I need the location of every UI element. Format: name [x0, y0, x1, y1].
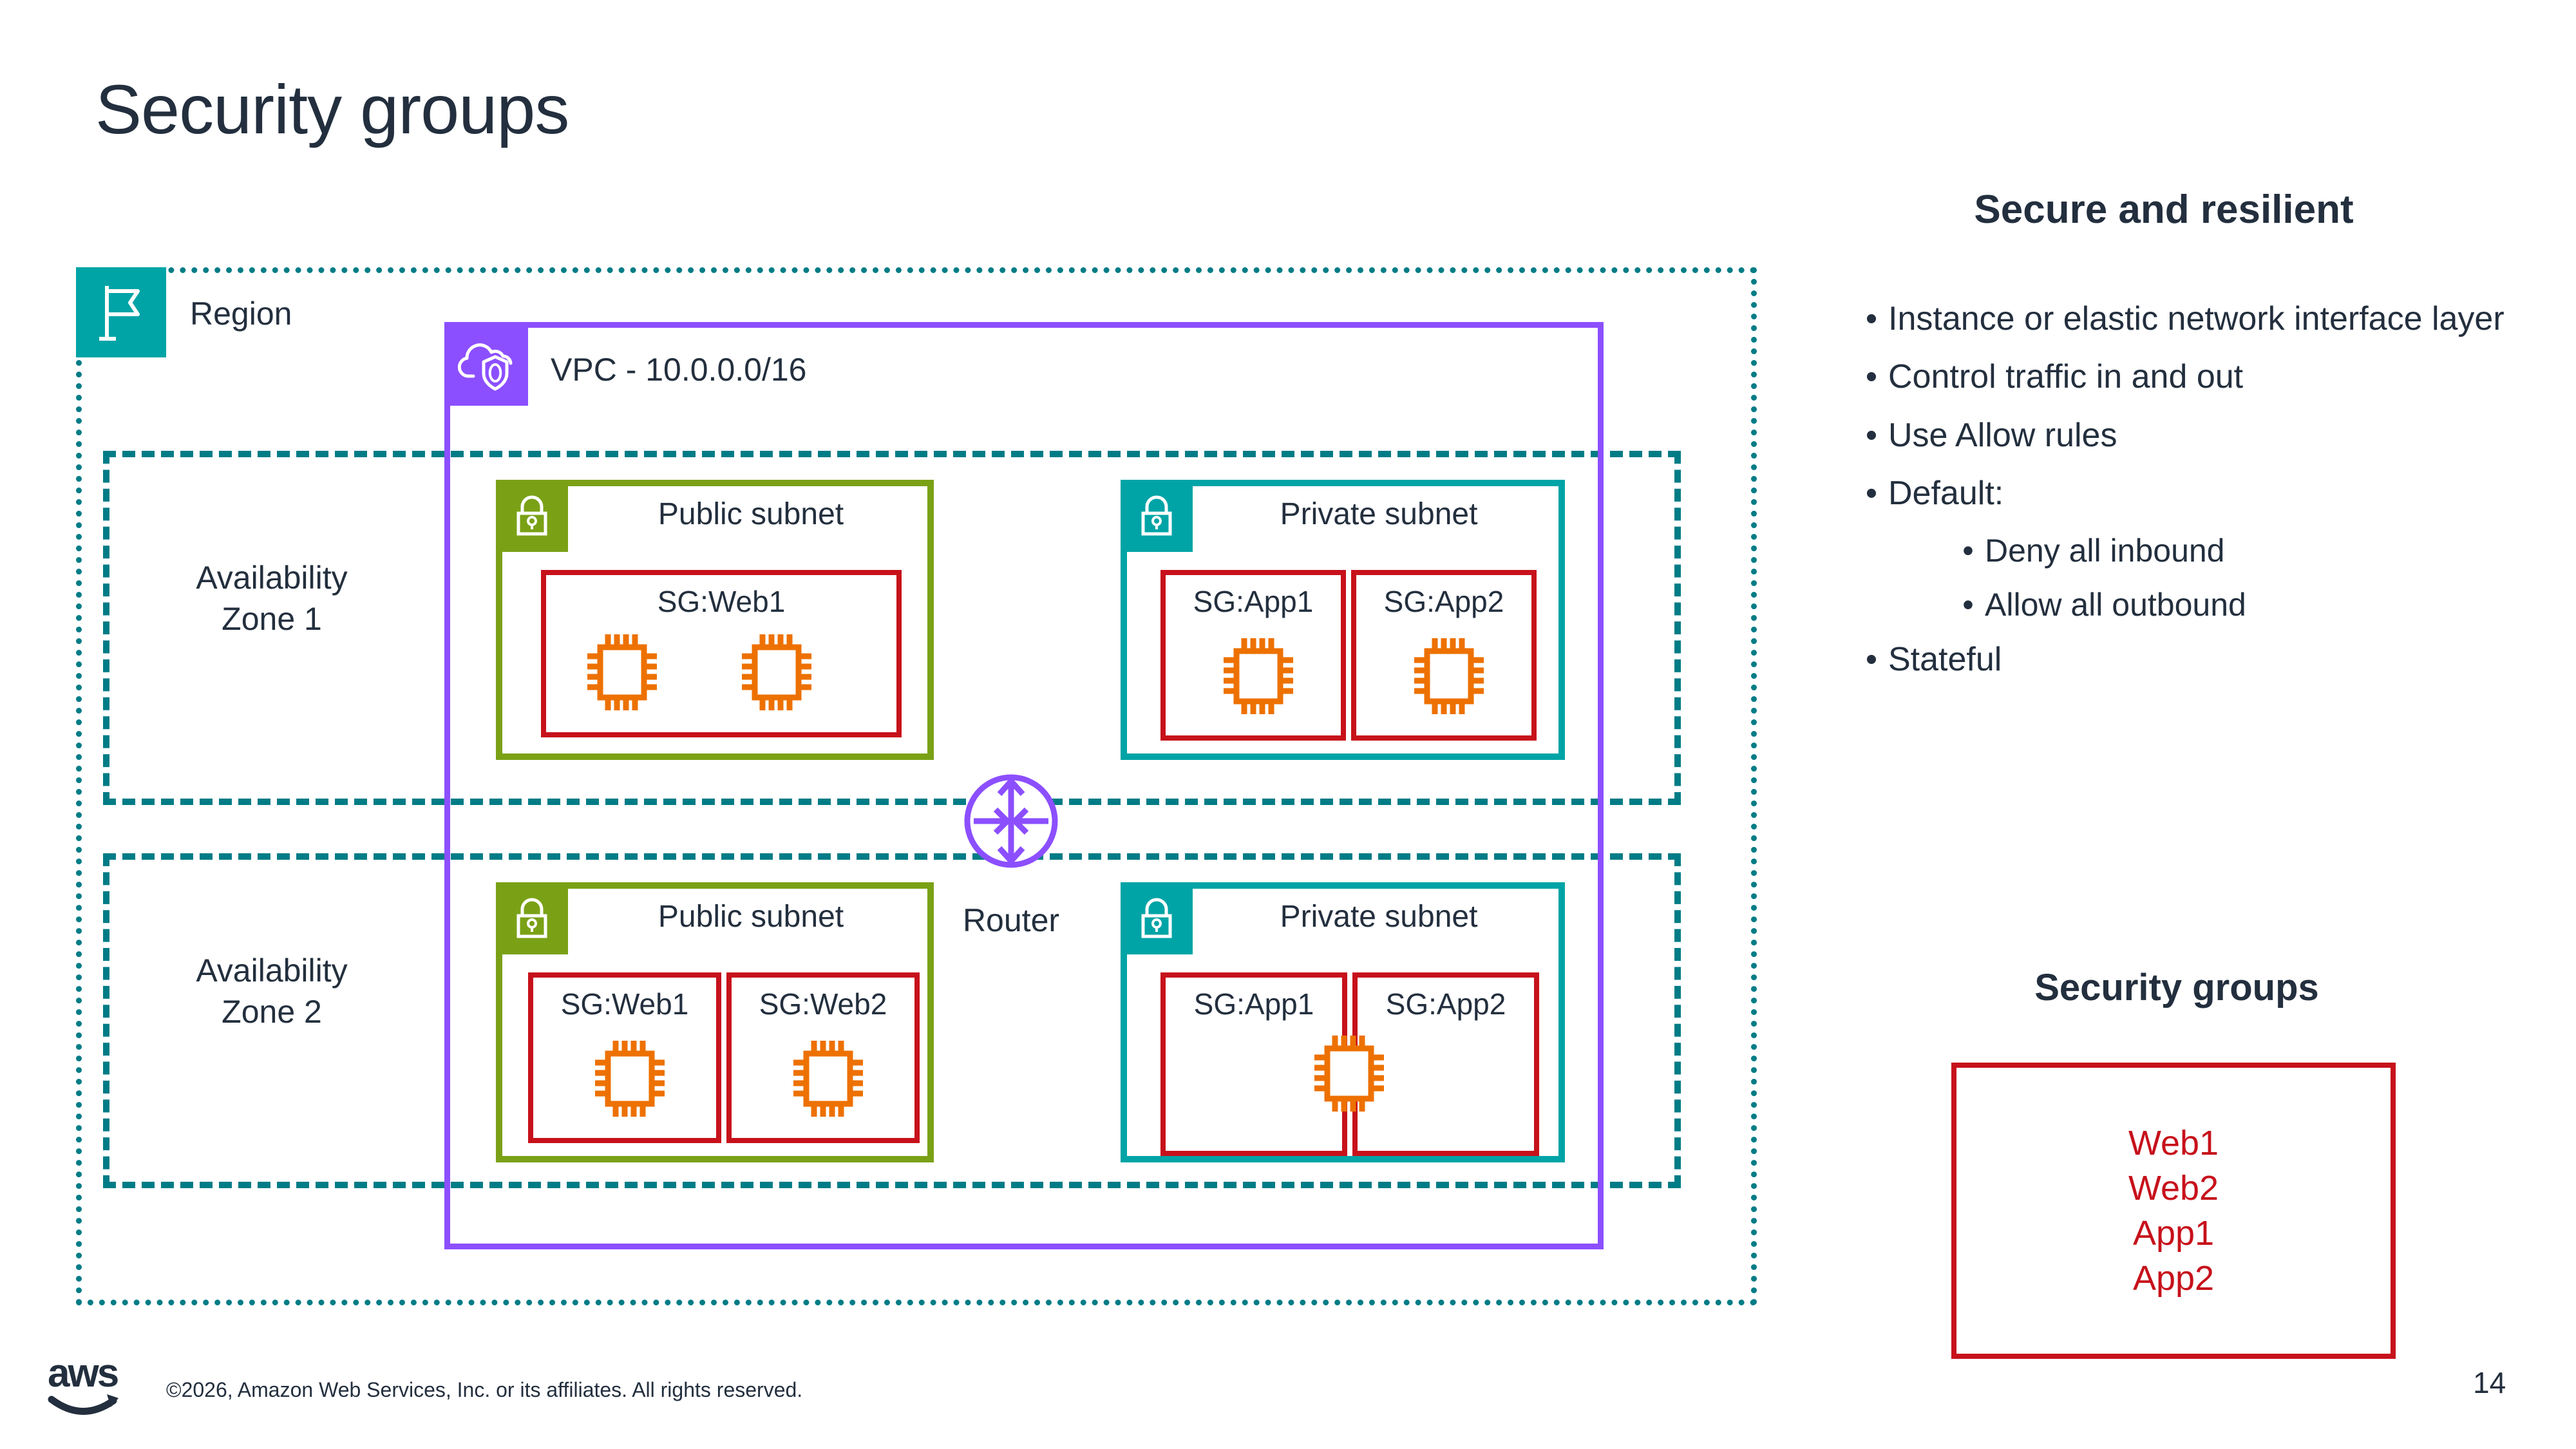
- security-group-label: SG:Web2: [759, 987, 887, 1021]
- list-item: App2: [2132, 1259, 2215, 1298]
- ec2-instance-icon: [583, 630, 661, 717]
- subnet-title: Private subnet: [1280, 900, 1478, 934]
- bullet-text: Instance or elastic network interface la…: [1888, 300, 2505, 337]
- bullet-item: • Stateful: [1855, 640, 2512, 679]
- security-group-label: SG:Web1: [560, 987, 689, 1021]
- az2-line2: Zone 2: [222, 994, 322, 1030]
- svg-text:aws: aws: [48, 1351, 118, 1396]
- subnet-title: Public subnet: [658, 900, 844, 934]
- bullet-text: Control traffic in and out: [1888, 358, 2244, 396]
- router-label: Router: [962, 902, 1060, 938]
- lock-icon: [1121, 882, 1193, 954]
- bullet-item: • Control traffic in and out: [1855, 357, 2512, 396]
- security-group-label: SG:App2: [1385, 987, 1506, 1021]
- bullet-item: • Use Allow rules: [1855, 416, 2512, 455]
- security-group-label: SG:App2: [1383, 585, 1504, 618]
- security-group-box: SG:App1: [1160, 570, 1346, 741]
- bullet-dot-icon: •: [1865, 300, 1878, 337]
- security-group-box: SG:App2: [1351, 570, 1537, 741]
- lock-icon: [496, 480, 568, 552]
- vpc-cloud-shield-icon: [444, 322, 528, 406]
- subnet-az2-private: Private subnet SG:App1 SG:App2: [1121, 882, 1565, 1162]
- security-groups-panel-box: Web1 Web2 App1 App2: [1951, 1063, 2396, 1359]
- security-groups-panel-heading: Security groups: [2034, 967, 2319, 1009]
- security-group-label: SG:App1: [1193, 987, 1314, 1021]
- ec2-instance-icon-shared: [1311, 1032, 1388, 1119]
- security-group-label: SG:App1: [1193, 585, 1314, 618]
- az1-line2: Zone 1: [222, 601, 322, 637]
- ec2-instance-icon: [790, 1037, 867, 1124]
- bullet-item: • Default:: [1855, 474, 2512, 513]
- copyright-text: ©2026, Amazon Web Services, Inc. or its …: [166, 1378, 803, 1401]
- ec2-instance-icon: [1410, 634, 1488, 721]
- panel-bullet-list: • Instance or elastic network interface …: [1855, 299, 2512, 699]
- bullet-dot-icon: •: [1865, 358, 1878, 396]
- bullet-dot-icon: •: [1962, 533, 1974, 569]
- bullet-text: Deny all inbound: [1985, 533, 2225, 569]
- page-number: 14: [2473, 1366, 2506, 1399]
- bullet-text: Allow all outbound: [1985, 587, 2246, 623]
- bullet-text: Stateful: [1888, 641, 2002, 679]
- security-group-box: SG:Web1: [541, 570, 902, 737]
- region-boundary: [76, 267, 1757, 1305]
- bullet-item-sub: • Allow all outbound: [1951, 586, 2512, 623]
- list-item: Web2: [2128, 1168, 2219, 1208]
- bullet-item: • Instance or elastic network interface …: [1855, 299, 2512, 338]
- bullet-dot-icon: •: [1865, 416, 1878, 454]
- subnet-az2-public: Public subnet SG:Web1 SG:Web2: [496, 882, 934, 1162]
- availability-zone-2-boundary: [103, 853, 1681, 1188]
- security-group-label: SG:Web1: [657, 585, 786, 618]
- bullet-dot-icon: •: [1865, 641, 1878, 679]
- bullet-text: Use Allow rules: [1888, 416, 2117, 454]
- bullet-text: Default:: [1888, 474, 2004, 512]
- list-item: Web1: [2128, 1123, 2219, 1162]
- security-group-box: SG:Web1: [528, 972, 721, 1143]
- subnet-title: Public subnet: [658, 497, 844, 531]
- list-item: App1: [2132, 1214, 2215, 1253]
- security-group-box: SG:Web2: [726, 972, 920, 1143]
- ec2-instance-icon: [591, 1037, 668, 1124]
- vpc-boundary: [444, 322, 1604, 1249]
- subnet-title: Private subnet: [1280, 497, 1478, 531]
- security-group-box: SG:App1: [1160, 972, 1347, 1156]
- lock-icon: [1121, 480, 1193, 552]
- router-arrows-icon: [960, 770, 1063, 873]
- lock-icon: [496, 882, 568, 954]
- ec2-instance-icon: [1220, 634, 1297, 721]
- bullet-item-sub: • Deny all inbound: [1951, 532, 2512, 569]
- subnet-az1-public: Public subnet SG:Web1: [496, 480, 934, 760]
- az1-line1: Availability: [196, 560, 348, 596]
- panel-heading: Secure and resilient: [1974, 187, 2354, 232]
- bullet-dot-icon: •: [1865, 474, 1878, 512]
- region-flag-icon: [76, 267, 166, 357]
- bullet-dot-icon: •: [1962, 587, 1974, 623]
- availability-zone-1-label: Availability Zone 1: [137, 557, 407, 639]
- az2-line1: Availability: [196, 952, 348, 989]
- region-label: Region: [190, 296, 292, 332]
- vpc-label: VPC - 10.0.0.0/16: [551, 352, 807, 388]
- availability-zone-2-label: Availability Zone 2: [137, 950, 407, 1032]
- page-title: Security groups: [95, 70, 569, 148]
- availability-zone-1-boundary: [103, 451, 1681, 805]
- ec2-instance-icon: [738, 630, 815, 717]
- subnet-az1-private: Private subnet SG:App1 SG:App2: [1121, 480, 1565, 760]
- aws-logo: aws: [45, 1349, 155, 1420]
- security-group-box: SG:App2: [1352, 972, 1539, 1156]
